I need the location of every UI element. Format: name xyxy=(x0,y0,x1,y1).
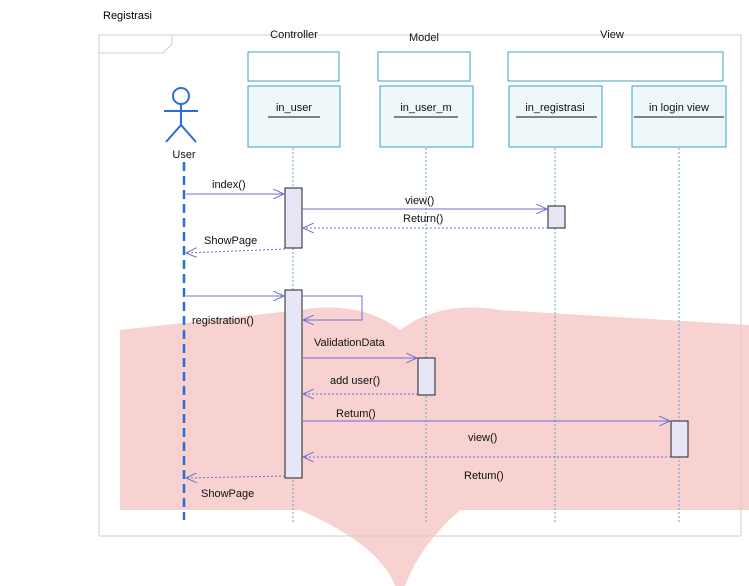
message-showpage-2: ShowPage xyxy=(186,476,286,500)
message-retum-login: Retum() xyxy=(302,408,670,421)
svg-text:ValidationData: ValidationData xyxy=(314,337,386,349)
group-box-model xyxy=(377,51,471,82)
lifeline-head-in-user: in_user xyxy=(247,85,341,148)
svg-text:Return(): Return() xyxy=(403,213,443,225)
user-actor-icon xyxy=(164,87,198,143)
svg-text:registration(): registration() xyxy=(192,315,254,327)
actor-label: User xyxy=(172,149,196,161)
group-box-controller xyxy=(247,51,340,82)
svg-text:in_registrasi: in_registrasi xyxy=(525,102,584,114)
group-label-controller: Controller xyxy=(270,29,318,41)
lifeline-head-in-registrasi: in_registrasi xyxy=(508,85,603,148)
lifeline-head-in-login-view: in login view xyxy=(631,85,727,148)
message-index: index() xyxy=(186,179,284,194)
svg-text:ShowPage: ShowPage xyxy=(201,488,254,500)
svg-text:index(): index() xyxy=(212,179,246,191)
lifeline-head-in-user-m: in_user_m xyxy=(379,85,474,148)
message-view-registrasi: view() xyxy=(302,195,547,209)
svg-text:view(): view() xyxy=(468,432,497,444)
svg-text:Retum(): Retum() xyxy=(336,408,376,420)
svg-text:view(): view() xyxy=(405,195,434,207)
message-registration: registration() xyxy=(186,296,363,327)
svg-text:in_user_m: in_user_m xyxy=(400,102,451,114)
group-box-view xyxy=(507,51,724,82)
message-view-login: view() xyxy=(303,432,671,457)
svg-text:ShowPage: ShowPage xyxy=(204,235,257,247)
message-add-user: add user() xyxy=(303,375,418,394)
activation-in-user-2 xyxy=(284,289,303,479)
svg-text:in_user: in_user xyxy=(276,102,312,114)
svg-text:add user(): add user() xyxy=(330,375,380,387)
activation-in-user-1 xyxy=(284,187,303,249)
svg-text:in login view: in login view xyxy=(649,102,709,114)
message-validationdata: ValidationData xyxy=(302,337,417,358)
diagram-frame xyxy=(98,34,742,537)
activation-in-registrasi xyxy=(547,205,566,229)
diagram-title: Registrasi xyxy=(103,10,152,22)
group-label-view: View xyxy=(600,29,624,41)
message-showpage-1: ShowPage xyxy=(186,235,286,253)
activation-in-user-m xyxy=(417,357,436,396)
group-label-model: Model xyxy=(409,32,439,44)
message-retum-label: Retum() xyxy=(464,470,504,482)
message-return-registrasi: Return() xyxy=(303,213,548,228)
activation-in-login-view xyxy=(670,420,689,458)
background-watermark-shape xyxy=(120,307,749,586)
